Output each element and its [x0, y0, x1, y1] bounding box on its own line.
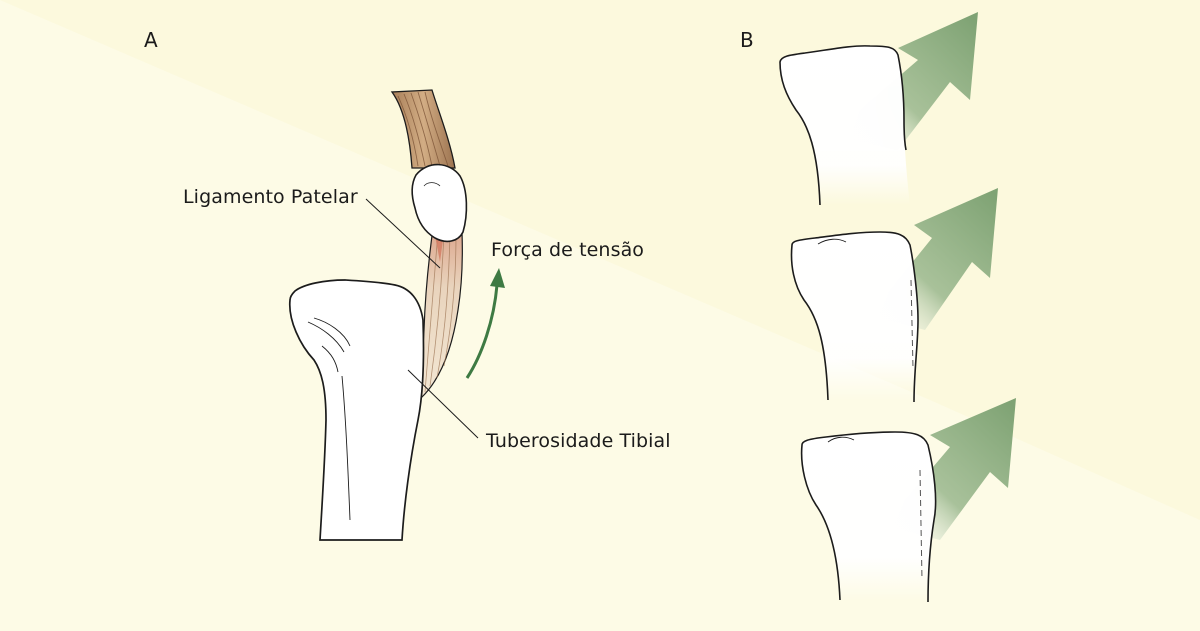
label-tension-force: Força de tensão [491, 239, 645, 261]
tibia-segment-2 [791, 232, 918, 400]
tibia-segment-1 [780, 45, 910, 205]
panel-a-letter: A [144, 28, 158, 52]
panel-b-letter: B [740, 28, 754, 52]
ligament-fibers [424, 231, 457, 393]
label-tibial-tuberosity: Tuberosidade Tibial [486, 430, 671, 452]
tension-force-arrowhead [490, 268, 505, 288]
growth-plate-line-2 [910, 279, 914, 369]
growth-plate-line-3 [919, 469, 923, 581]
panel-a-illustration [288, 89, 505, 541]
tibia-segment-3 [801, 432, 936, 600]
patella [411, 163, 468, 243]
quadriceps-tendon [390, 89, 456, 169]
tibia-contours [307, 317, 351, 521]
tension-force-arrow-shaft [465, 284, 499, 379]
leader-line-patellar [365, 198, 441, 269]
leader-line-tuberosity [407, 369, 479, 439]
quadriceps-fibers [397, 91, 449, 167]
label-patellar-ligament: Ligamento Patelar [183, 186, 358, 208]
panel-b-illustration [779, 12, 1016, 603]
tibia [288, 279, 425, 541]
